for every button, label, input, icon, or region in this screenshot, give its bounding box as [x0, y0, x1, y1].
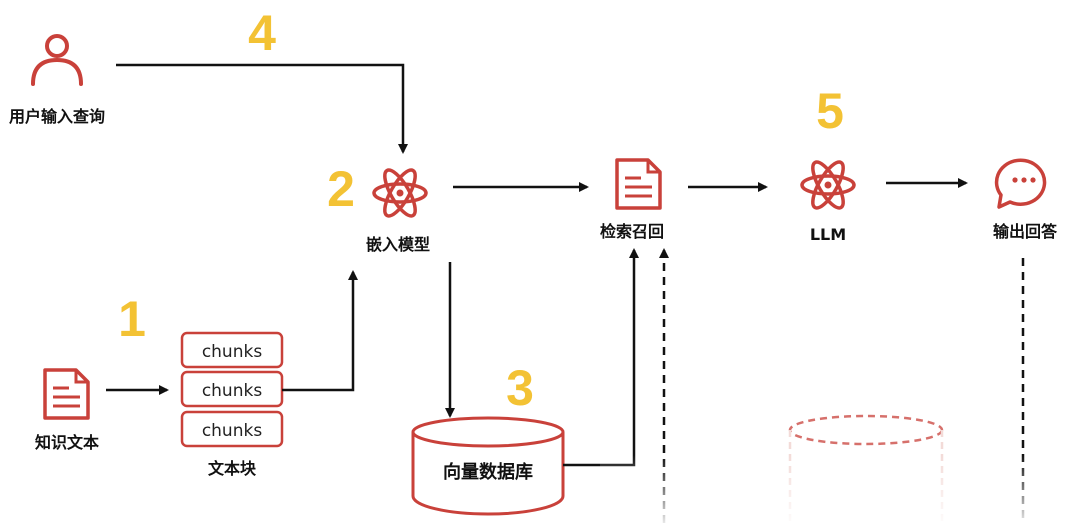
- step-number-5: 5: [816, 83, 844, 139]
- arrow-db-to-retrieval: [563, 248, 639, 467]
- chunk-box: chunks: [180, 370, 284, 408]
- database-icon: [411, 416, 565, 516]
- document-icon: [43, 368, 90, 420]
- step-number-2: 2: [327, 161, 355, 217]
- step-number-4: 4: [248, 5, 276, 61]
- chat-bubble-icon: [994, 158, 1047, 209]
- chunk-label: chunks: [202, 381, 263, 401]
- chunks-stack: chunks chunks chunks: [180, 331, 284, 448]
- retrieval-label: 检索召回: [600, 222, 664, 241]
- chunk-box: chunks: [180, 410, 284, 448]
- llm-label: LLM: [810, 225, 846, 244]
- arrow-chunks-to-embedding: [282, 270, 358, 392]
- chunk-box: chunks: [180, 331, 284, 369]
- knowledge-text-label: 知识文本: [35, 433, 99, 452]
- arrow-user-to-embedding: [116, 63, 408, 154]
- bottom-fade: [600, 455, 1080, 523]
- atom-icon: [800, 160, 856, 210]
- output-answer-label: 输出回答: [993, 222, 1058, 241]
- vector-db-label: 向量数据库: [443, 461, 533, 483]
- step-number-1: 1: [118, 291, 146, 347]
- user-query-label: 用户输入查询: [9, 107, 105, 126]
- chunk-label: chunks: [202, 421, 263, 441]
- user-icon: [31, 34, 83, 86]
- text-chunks-label: 文本块: [208, 459, 257, 478]
- atom-icon: [372, 168, 428, 218]
- step-number-3: 3: [506, 360, 534, 416]
- embedding-model-label: 嵌入模型: [366, 235, 430, 254]
- chunk-label: chunks: [202, 342, 263, 362]
- document-icon: [615, 158, 662, 210]
